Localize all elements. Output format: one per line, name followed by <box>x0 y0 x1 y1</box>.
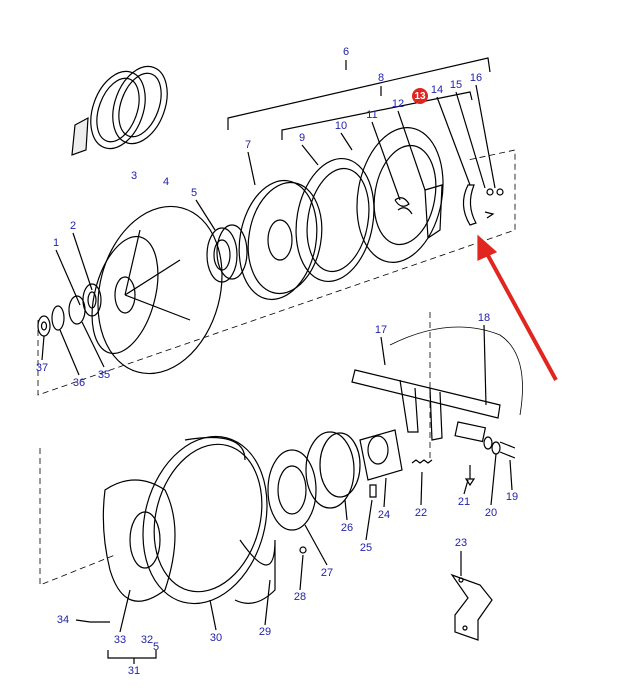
part-label-8: 8 <box>377 72 385 84</box>
part-label-36: 36 <box>72 377 86 389</box>
part-3-rings <box>71 65 168 156</box>
part-5-bearing <box>195 199 248 283</box>
part-23-bracket <box>450 551 493 641</box>
part-label-7: 7 <box>244 139 252 151</box>
part-label-34: 34 <box>56 614 70 626</box>
part-label-19: 19 <box>505 491 519 503</box>
part-label-33: 33 <box>113 634 127 646</box>
part-label-3: 3 <box>130 170 138 182</box>
parts-11-16 <box>371 84 504 240</box>
part-label-20: 20 <box>484 507 498 519</box>
part-label-13-highlighted: 13 <box>412 88 428 104</box>
part-label-31: 31 <box>127 665 141 677</box>
part-label-10: 10 <box>334 120 348 132</box>
part-label-25: 25 <box>359 542 373 554</box>
part-label-28: 28 <box>293 591 307 603</box>
group-boundaries <box>37 149 516 586</box>
part-label-5: 5 <box>190 187 198 199</box>
part-label-26: 26 <box>340 522 354 534</box>
part-label-21: 21 <box>457 496 471 508</box>
highlight-arrow <box>477 234 558 381</box>
parts-1-2-35-36-37 <box>37 232 105 376</box>
part-label-2: 2 <box>69 220 77 232</box>
part-label-18: 18 <box>477 312 491 324</box>
part-label-17: 17 <box>374 324 388 336</box>
part-4-housing <box>91 205 223 375</box>
part-label-22: 22 <box>414 507 428 519</box>
parts-9-10 <box>295 127 444 283</box>
part-label-15: 15 <box>449 79 463 91</box>
part-label-12: 12 <box>391 98 405 110</box>
part-label-5b: 5 <box>152 641 160 653</box>
group-brackets <box>107 57 491 664</box>
part-label-37: 37 <box>35 362 49 374</box>
part-label-1: 1 <box>52 237 60 249</box>
parts-17-18 <box>351 324 523 443</box>
part-label-6: 6 <box>342 46 350 58</box>
parts-29-30-33 <box>75 435 307 633</box>
part-label-29: 29 <box>258 626 272 638</box>
part-label-30: 30 <box>209 632 223 644</box>
part-label-14: 14 <box>430 84 444 96</box>
part-7-pressure-plate <box>238 151 323 301</box>
part-label-35: 35 <box>97 369 111 381</box>
parts-24-27 <box>267 429 403 566</box>
part-label-27: 27 <box>320 567 334 579</box>
part-label-11: 11 <box>366 109 378 121</box>
part-label-9: 9 <box>298 132 306 144</box>
part-label-4: 4 <box>162 176 170 188</box>
parts-19-22 <box>411 436 516 506</box>
part-label-24: 24 <box>377 509 391 521</box>
part-label-32: 32 <box>140 634 154 646</box>
part-label-23: 23 <box>454 537 468 549</box>
part-label-16: 16 <box>469 72 483 84</box>
